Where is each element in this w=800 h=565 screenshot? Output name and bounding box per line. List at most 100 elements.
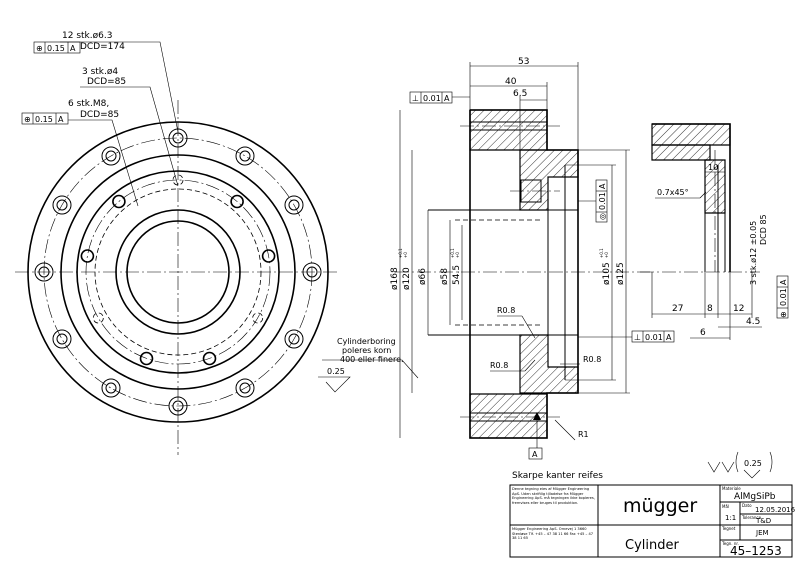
bore-note-line1: Cylinderboring xyxy=(337,337,396,346)
hidden-recess-circle xyxy=(94,188,262,356)
tol-symbol-12: ⊕ xyxy=(36,44,43,53)
tolerance-label: Tolerance xyxy=(741,515,762,520)
perp-tol-lower-value: 0.01 xyxy=(645,333,663,342)
detail-pos-datum: A xyxy=(779,279,788,285)
perp-tol-value: 0.01 xyxy=(423,94,441,103)
general-roughness: 0.25 xyxy=(707,451,773,479)
bolt-hole xyxy=(284,195,304,215)
bolt-hole xyxy=(235,378,255,398)
detail-dim-27: 27 xyxy=(672,304,683,314)
tol-frame-6 xyxy=(21,112,69,125)
bolt-hole xyxy=(105,150,117,162)
dim-54-5-tol: +0.1+0 xyxy=(450,248,460,258)
front-view xyxy=(15,100,340,455)
scale-label: Mål xyxy=(722,504,729,509)
perp-tol-lower-symbol: ⊥ xyxy=(634,333,641,342)
bolt-hole xyxy=(52,195,72,215)
bolt-hole xyxy=(235,146,255,166)
pin-hole xyxy=(252,312,264,324)
material-value: AlMgSiPb xyxy=(734,492,776,502)
hub-outer-circle xyxy=(76,170,280,374)
detail-mid-hatch xyxy=(651,144,711,161)
dim-dia-168: ø168 xyxy=(390,267,400,290)
bolt-hole xyxy=(105,382,117,394)
bore-note-line3: 400 eller finere. xyxy=(340,355,404,364)
roughness-general-value: 0.25 xyxy=(744,459,762,468)
tolerance-value: T&D xyxy=(755,517,771,525)
bore-outer-circle xyxy=(115,209,241,335)
outer-flange-circle xyxy=(27,121,329,423)
radius-r08-c: R0.8 xyxy=(490,361,508,370)
lower-flange-hatch xyxy=(469,393,548,439)
threaded-hole xyxy=(139,351,154,366)
bolt-hole xyxy=(101,146,121,166)
callout-holes-3: 3 stk.ø4 DCD=85 xyxy=(80,67,179,187)
dim-54-5: 54.5 xyxy=(452,265,462,285)
general-note: Skarpe kanter reifes xyxy=(512,471,603,481)
outer-hole-pattern xyxy=(34,128,322,416)
conc-tol-datum: A xyxy=(598,183,607,189)
detail-dim-4-5: 4.5 xyxy=(746,317,760,327)
bolt-hole xyxy=(239,150,251,162)
detail-holes-note: 3 stk.ø12 ±0.05 xyxy=(749,221,758,285)
bolt-hole xyxy=(38,266,50,278)
dim-dia-105: ø105 xyxy=(602,262,612,285)
detail-chamfer: 0.7x45° xyxy=(657,188,689,197)
radius-r08-b: R0.8 xyxy=(583,355,601,364)
dim-40: 40 xyxy=(505,77,517,87)
material-label: Materiale xyxy=(722,486,741,491)
roughness-local-value: 0.25 xyxy=(327,367,345,376)
detail-dim-10: 10 xyxy=(708,163,718,172)
datum-a-label: A xyxy=(532,450,538,459)
title-block xyxy=(509,484,793,558)
detail-dim-6: 6 xyxy=(700,328,706,338)
perp-tol-frame xyxy=(409,91,453,104)
dim-dia-120-tol: +0.1+0 xyxy=(398,248,408,258)
roughness-local-symbol xyxy=(318,376,351,393)
perp-tol-datum: A xyxy=(444,94,450,103)
detail-view: 10 0.7x45° 3 stk.ø12 ±0.05 DCD 85 27 8 1… xyxy=(640,123,789,340)
dim-dia-105-tol: +0.1+0 xyxy=(599,248,609,258)
detail-dim-12: 12 xyxy=(733,304,744,314)
dwg-number: 45–1253 xyxy=(730,544,782,558)
conc-tol-value: 0.01 xyxy=(598,192,607,210)
bolt-hole xyxy=(168,396,188,416)
bolt-hole xyxy=(306,266,318,278)
bolt-hole xyxy=(284,329,304,349)
callout-3-line1: 3 stk.ø4 xyxy=(82,67,118,77)
drawn-value: JEM xyxy=(755,529,769,537)
section-view: A xyxy=(395,109,650,460)
detail-dim-8: 8 xyxy=(707,304,713,314)
detail-pos-symbol: ⊕ xyxy=(779,311,788,318)
leader-3 xyxy=(80,86,179,187)
bolt-hole xyxy=(288,333,300,345)
tol-value-6: 0.15 xyxy=(35,115,53,124)
leader-12 xyxy=(60,41,179,133)
bolt-circle-174 xyxy=(43,137,313,407)
scale-value: 1:1 xyxy=(725,514,736,522)
section-dimensions: 53 40 6.5 ⊥ 0.01 A ø168 ø120 +0.1+0 ø66 … xyxy=(390,57,675,441)
dwg-label: Tegn. nr. xyxy=(721,541,739,546)
threaded-hole xyxy=(80,249,95,263)
bolt-circle-85 xyxy=(85,179,271,365)
bore-note-leader xyxy=(322,359,419,379)
callout-12-line2: DCD=174 xyxy=(80,42,125,52)
inner-hole-pattern xyxy=(80,174,276,366)
tol-frame-12 xyxy=(33,41,81,54)
bolt-hole xyxy=(56,199,68,211)
dim-dia-125: ø125 xyxy=(616,262,626,285)
pin-hole xyxy=(172,174,184,186)
bore-note: Cylinderboring poleres korn 400 eller fi… xyxy=(318,337,419,393)
callout-holes-6: 6 stk.M8, DCD=85 ⊕ 0.15 A xyxy=(21,99,139,207)
detail-pos-frame xyxy=(776,275,789,319)
bolt-hole xyxy=(239,382,251,394)
date-value: 12.05.2016 xyxy=(755,506,796,514)
company-logo: mügger xyxy=(623,495,697,517)
flange-step-circle xyxy=(60,154,296,390)
threaded-hole xyxy=(261,249,276,263)
detail-pos-value: 0.01 xyxy=(779,288,788,306)
bolt-hole xyxy=(101,378,121,398)
copyright-note: Denne tegning eies af Mügger Engineering… xyxy=(512,487,595,505)
bolt-hole xyxy=(172,132,184,144)
